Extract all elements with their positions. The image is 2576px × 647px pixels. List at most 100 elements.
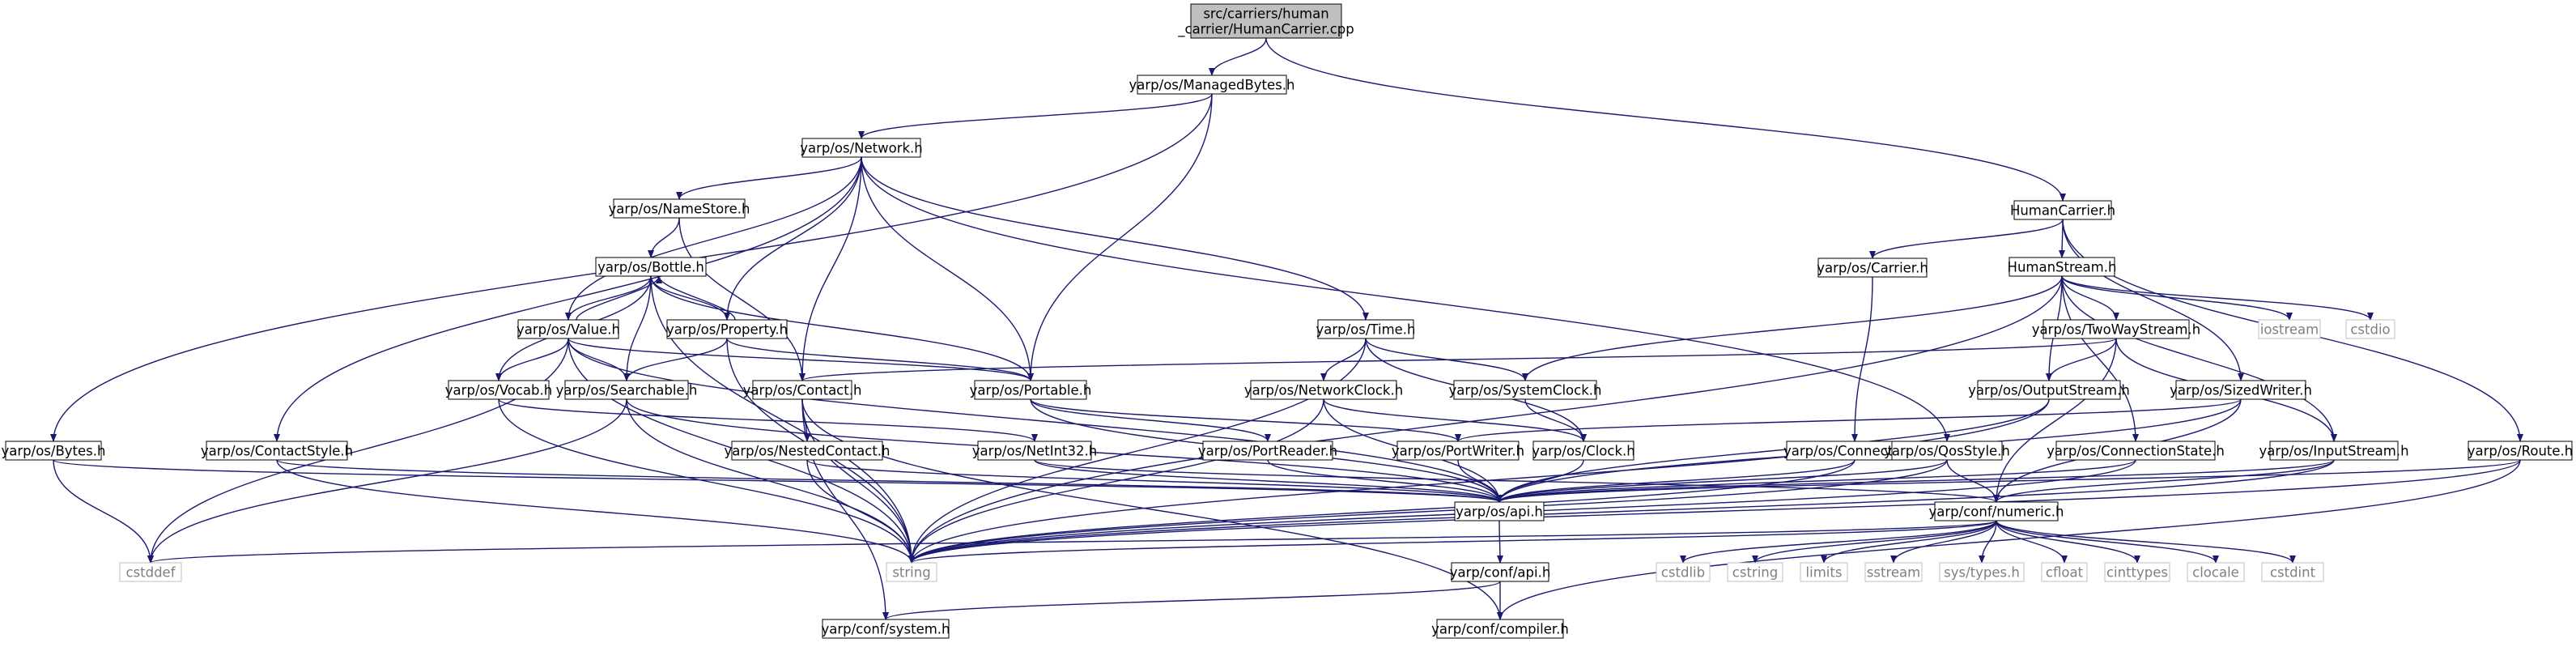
include-edge-line [1455, 398, 2242, 442]
include-edge [498, 398, 915, 564]
node-namestore[interactable]: yarp/os/NameStore.h [609, 198, 750, 219]
node-connection[interactable]: yarp/os/Connection.h [1783, 441, 1926, 461]
node-cstring: cstring [1727, 562, 1783, 582]
include-edge-line [1497, 459, 2521, 620]
node-connectionstate[interactable]: yarp/os/ConnectionState.h [2047, 441, 2225, 461]
node-bottle[interactable]: yarp/os/Bottle.h [595, 257, 707, 277]
node-qosstyle[interactable]: yarp/os/QosStyle.h [1884, 441, 2010, 461]
node-property[interactable]: yarp/os/Property.h [666, 319, 788, 339]
node-box [974, 380, 1087, 400]
node-contactstyle[interactable]: yarp/os/ContactStyle.h [201, 441, 353, 461]
node-box [2041, 562, 2088, 582]
node-portable[interactable]: yarp/os/Portable.h [970, 380, 1092, 400]
node-time[interactable]: yarp/os/Time.h [1316, 319, 1416, 339]
node-label: yarp/os/NetworkClock.h [1244, 383, 1403, 398]
node-humancarrier[interactable]: HumanCarrier.h [2010, 200, 2115, 220]
include-edge [799, 156, 862, 381]
node-network[interactable]: yarp/os/Network.h [800, 138, 923, 158]
node-cfloat: cfloat [2041, 562, 2088, 582]
node-label: cstddef [125, 565, 176, 581]
include-edge [1993, 459, 2335, 503]
node-label: yarp/os/ContactStyle.h [201, 444, 353, 459]
node-outputstream[interactable]: yarp/os/OutputStream.h [1968, 380, 2130, 400]
include-edge [567, 338, 1034, 381]
node-label: yarp/os/Value.h [516, 322, 620, 338]
node-netint32[interactable]: yarp/os/NetInt32.h [972, 441, 1097, 461]
include-edge [498, 398, 1038, 442]
node-bytes[interactable]: yarp/os/Bytes.h [2, 441, 106, 461]
node-confapi[interactable]: yarp/conf/api.h [1450, 562, 1551, 582]
node-twowaystream[interactable]: yarp/os/TwoWayStream.h [2032, 319, 2200, 339]
include-edge-line [565, 156, 862, 321]
include-edge [908, 398, 1324, 564]
include-edge [567, 338, 630, 381]
include-edge-line [1323, 398, 1587, 442]
include-edge [1496, 459, 2335, 503]
node-numeric[interactable]: yarp/conf/numeric.h [1929, 501, 2064, 521]
node-value[interactable]: yarp/os/Value.h [516, 319, 620, 339]
node-carrier[interactable]: yarp/os/Carrier.h [1817, 258, 1928, 278]
include-edge [650, 275, 730, 321]
node-portwriter[interactable]: yarp/os/PortWriter.h [1392, 441, 1524, 461]
node-label: yarp/os/Contact.h [743, 383, 862, 398]
include-edge [801, 398, 1503, 620]
node-box [1453, 380, 1597, 400]
include-edge [1030, 398, 1271, 442]
node-clock[interactable]: yarp/os/Clock.h [1532, 441, 1635, 461]
include-edge [53, 459, 154, 564]
include-edge-line [147, 520, 1997, 564]
include-edge-line [861, 156, 1369, 321]
node-contact[interactable]: yarp/os/Contact.h [743, 380, 862, 400]
node-box [1454, 501, 1545, 521]
include-edge [1890, 520, 1997, 564]
node-humanstream[interactable]: HumanStream.h [2008, 257, 2117, 277]
edge-layer [50, 37, 2523, 620]
include-edge [1496, 398, 2050, 503]
include-edge-line [1030, 398, 1271, 442]
node-networkclock[interactable]: yarp/os/NetworkClock.h [1244, 380, 1403, 400]
node-searchable[interactable]: yarp/os/Searchable.h [556, 380, 698, 400]
include-edge [1209, 37, 1267, 76]
node-vocab[interactable]: yarp/os/Vocab.h [445, 380, 552, 400]
node-api[interactable]: yarp/os/api.h [1454, 501, 1545, 521]
node-root[interactable]: src/carriers/human_carrier/HumanCarrier.… [1177, 3, 1354, 39]
include-edge-line [1851, 276, 1873, 442]
node-portreader[interactable]: yarp/os/PortReader.h [1198, 441, 1337, 461]
node-confsystem[interactable]: yarp/conf/system.h [821, 619, 950, 639]
node-box [1864, 562, 1923, 582]
node-box [2043, 319, 2190, 339]
include-edge [1034, 459, 2000, 503]
include-edge-line [908, 275, 2063, 564]
node-label: yarp/os/QosStyle.h [1884, 444, 2010, 459]
include-edge-line [276, 459, 915, 564]
node-inputstream[interactable]: yarp/os/InputStream.h [2259, 441, 2409, 461]
node-box [119, 562, 182, 582]
node-nestedcontact[interactable]: yarp/os/NestedContact.h [724, 441, 891, 461]
include-edge [908, 520, 1997, 564]
include-edge-line [2061, 275, 2139, 442]
node-cstdlib: cstdlib [1656, 562, 1711, 582]
node-label: yarp/os/OutputStream.h [1968, 383, 2130, 398]
node-box [1396, 441, 1520, 461]
node-label: yarp/os/Portable.h [970, 383, 1092, 398]
node-route[interactable]: yarp/os/Route.h [2468, 441, 2574, 461]
node-sizedwriter[interactable]: yarp/os/SizedWriter.h [2170, 380, 2312, 400]
include-edge-line [567, 338, 630, 381]
node-box [2258, 319, 2321, 339]
node-managedbytes[interactable]: yarp/os/ManagedBytes.h [1129, 74, 1295, 95]
node-label: cfloat [2046, 565, 2084, 581]
node-box [1800, 562, 1848, 582]
include-edge [1752, 520, 1997, 564]
node-label: cstdint [2270, 565, 2316, 581]
node-label: cinttypes [2106, 565, 2168, 581]
include-edge [2061, 275, 2139, 442]
include-edge [495, 338, 569, 381]
node-box [206, 441, 348, 461]
include-edge [1497, 459, 2521, 620]
include-edge [908, 275, 2063, 564]
include-edge [1821, 520, 1997, 564]
include-edge [2062, 219, 2244, 381]
include-edge [274, 156, 862, 442]
node-compiler[interactable]: yarp/conf/compiler.h [1431, 619, 1569, 639]
node-systemclock[interactable]: yarp/os/SystemClock.h [1448, 380, 1602, 400]
